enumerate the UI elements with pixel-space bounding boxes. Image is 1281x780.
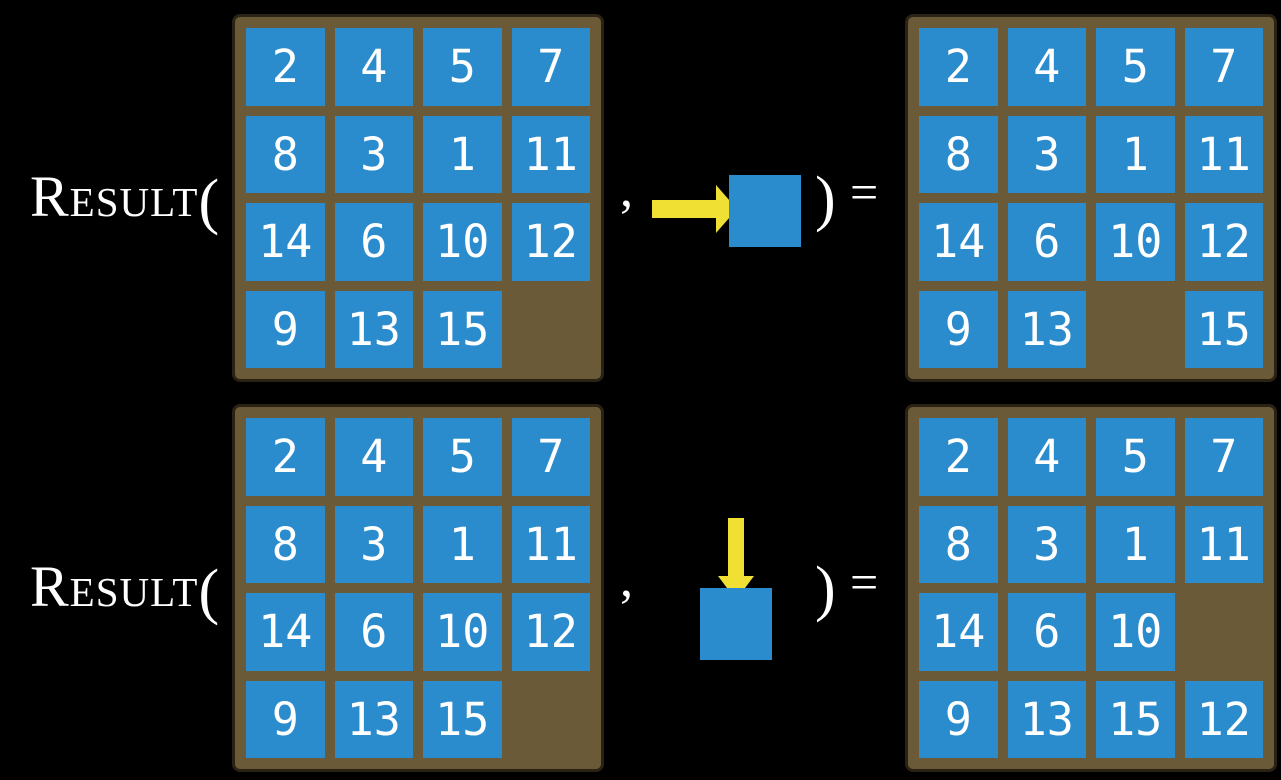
- puzzle-tile: 9: [919, 290, 998, 368]
- puzzle-tile: 1: [423, 505, 502, 583]
- puzzle-tile: 3: [1007, 115, 1086, 193]
- empty-slot: [512, 291, 591, 369]
- puzzle-tile: 7: [1184, 28, 1263, 106]
- open-paren: (: [198, 168, 220, 236]
- puzzle-tile: 12: [1184, 203, 1263, 281]
- puzzle-tile: 4: [1007, 418, 1086, 496]
- close-paren: ): [815, 555, 836, 623]
- puzzle-tile: 2: [246, 28, 325, 106]
- puzzle-tile: 10: [423, 593, 502, 671]
- puzzle-tile: 10: [423, 203, 502, 281]
- puzzle-tile: 5: [1096, 28, 1175, 106]
- puzzle-tile: 8: [919, 505, 998, 583]
- puzzle-tile: 3: [334, 505, 413, 583]
- puzzle-tile: 15: [1184, 290, 1263, 368]
- equals-sign: =: [850, 554, 879, 610]
- puzzle-tile: 8: [246, 505, 325, 583]
- puzzle-tile: 4: [1007, 28, 1086, 106]
- puzzle-tile: 3: [1007, 505, 1086, 583]
- puzzle-tile: 13: [1007, 290, 1086, 368]
- puzzle-tile: 12: [511, 593, 590, 671]
- puzzle-tile: 4: [334, 418, 413, 496]
- puzzle-tile: 10: [1096, 593, 1175, 671]
- puzzle-tile: 11: [511, 115, 590, 193]
- puzzle-tile: 1: [1096, 115, 1175, 193]
- puzzle-tile: 15: [423, 290, 502, 368]
- puzzle-tile: 9: [246, 290, 325, 368]
- puzzle-tile: 13: [334, 680, 413, 758]
- puzzle-tile: 1: [423, 115, 502, 193]
- empty-slot: [1096, 291, 1175, 369]
- puzzle-tile: 4: [334, 28, 413, 106]
- puzzle-tile: 9: [246, 680, 325, 758]
- function-name: Result: [30, 554, 199, 619]
- equals-sign: =: [850, 164, 879, 220]
- puzzle-tile: 7: [511, 28, 590, 106]
- function-name: Result: [30, 164, 199, 229]
- puzzle-tile: 12: [511, 203, 590, 281]
- puzzle-tile: 14: [919, 593, 998, 671]
- puzzle-tile: 5: [423, 418, 502, 496]
- empty-slot: [1185, 593, 1264, 671]
- open-paren: (: [198, 558, 220, 626]
- close-paren: ): [815, 165, 836, 233]
- puzzle-tile: 7: [1184, 418, 1263, 496]
- puzzle-tile: 12: [1184, 680, 1263, 758]
- comma: ,: [620, 161, 633, 218]
- puzzle-tile: 7: [511, 418, 590, 496]
- puzzle-tile: 5: [1096, 418, 1175, 496]
- puzzle-tile: 8: [246, 115, 325, 193]
- puzzle-tile: 3: [334, 115, 413, 193]
- puzzle-tile: 11: [511, 505, 590, 583]
- puzzle-tile: 15: [1096, 680, 1175, 758]
- puzzle-tile: 6: [334, 203, 413, 281]
- puzzle-tile: 2: [246, 418, 325, 496]
- puzzle-tile: 13: [334, 290, 413, 368]
- puzzle-tile: 2: [919, 28, 998, 106]
- function-label: Result(: [30, 558, 220, 626]
- moving-tile-square: [729, 175, 801, 247]
- puzzle-tile: 9: [919, 680, 998, 758]
- puzzle-tile: 2: [919, 418, 998, 496]
- puzzle-tile: 10: [1096, 203, 1175, 281]
- puzzle-tile: 5: [423, 28, 502, 106]
- function-label: Result(: [30, 168, 220, 236]
- arrow-right-icon: [652, 185, 737, 233]
- puzzle-tile: 6: [1007, 593, 1086, 671]
- puzzle-tile: 6: [1007, 203, 1086, 281]
- puzzle-tile: 15: [423, 680, 502, 758]
- puzzle-tile: 6: [334, 593, 413, 671]
- puzzle-tile: 14: [246, 203, 325, 281]
- puzzle-tile: 8: [919, 115, 998, 193]
- comma: ,: [620, 551, 633, 608]
- puzzle-tile: 1: [1096, 505, 1175, 583]
- puzzle-tile: 11: [1184, 505, 1263, 583]
- puzzle-tile: 11: [1184, 115, 1263, 193]
- puzzle-tile: 14: [246, 593, 325, 671]
- moving-tile-square: [700, 588, 772, 660]
- puzzle-tile: 14: [919, 203, 998, 281]
- empty-slot: [512, 681, 591, 759]
- puzzle-tile: 13: [1007, 680, 1086, 758]
